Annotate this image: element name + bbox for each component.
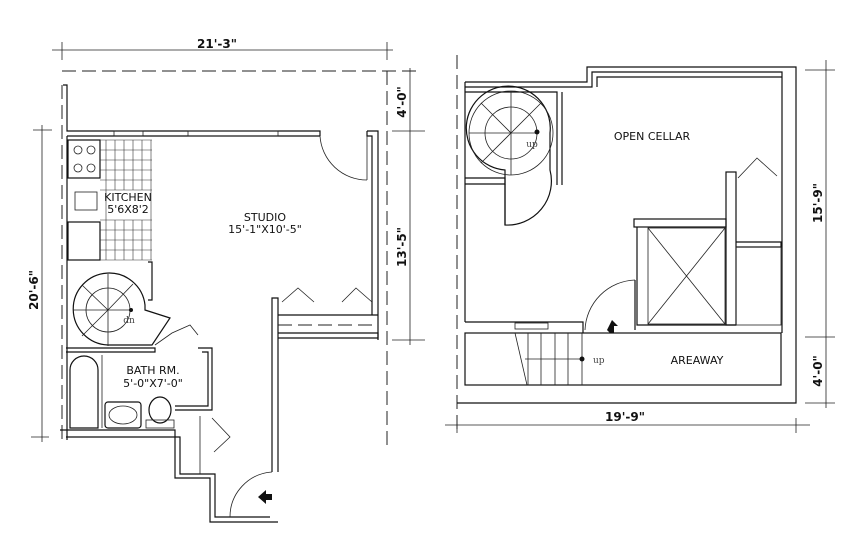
cellar-depth-dimension: 15'-9"	[811, 183, 825, 223]
bath-label: BATH RM.	[126, 364, 179, 377]
toilet-icon	[148, 396, 172, 424]
cellar-width-dimension: 19'-9"	[605, 410, 645, 424]
studio-depth-dimension: 13'-5"	[395, 227, 409, 267]
entry-door[interactable]	[229, 471, 273, 518]
dimension-lines	[445, 55, 835, 433]
sink-icon	[74, 191, 98, 211]
spiral-stair-up-label: up	[526, 140, 538, 150]
dimension-lines	[31, 42, 425, 445]
walls	[60, 84, 379, 523]
areaway-depth-dimension: 4'-0"	[811, 355, 825, 387]
width-dimension: 21'-3"	[197, 37, 237, 51]
spiral-stair-icon	[72, 272, 171, 346]
front-door[interactable]	[319, 135, 368, 181]
areaway-stair-up-label: up	[593, 356, 605, 366]
areaway-label: AREAWAY	[671, 354, 724, 367]
kitchen-label: KITCHEN	[104, 191, 152, 204]
bath-sink-icon	[104, 401, 142, 429]
bath-size: 5'-0"X7'-0"	[123, 377, 183, 390]
shaft-icon	[647, 227, 726, 325]
stove-icon	[67, 139, 101, 179]
front-depth-dimension: 4'-0"	[395, 86, 409, 118]
areaway-stair-icon	[514, 322, 585, 386]
studio-size: 15'-1"X10'-5"	[228, 223, 302, 236]
open-cellar-label: OPEN CELLAR	[614, 130, 691, 143]
bathtub-icon	[69, 355, 99, 429]
studio-label: STUDIO	[244, 211, 286, 224]
spiral-stair-icon	[465, 85, 554, 226]
unit-plan: 21'-3" 4'-0" 13'-5" 20'-6"	[27, 37, 425, 523]
tile-grid	[100, 139, 152, 261]
entry-arrow-icon	[607, 320, 618, 333]
overall-depth-dimension: 20'-6"	[27, 270, 41, 310]
kitchen-size: 5'6X8'2	[107, 203, 149, 216]
cellar-door[interactable]	[584, 279, 636, 331]
cellar-plan: 15'-9" 4'-0" 19'-9"	[445, 55, 835, 433]
closet-doors[interactable]	[211, 287, 373, 453]
walls	[457, 66, 797, 404]
refrigerator-icon	[67, 221, 101, 261]
entry-arrow-icon	[258, 490, 272, 504]
kitchen-fixtures	[67, 139, 152, 261]
bath-fixtures	[69, 324, 199, 429]
stair-down-label: dn	[123, 316, 135, 326]
